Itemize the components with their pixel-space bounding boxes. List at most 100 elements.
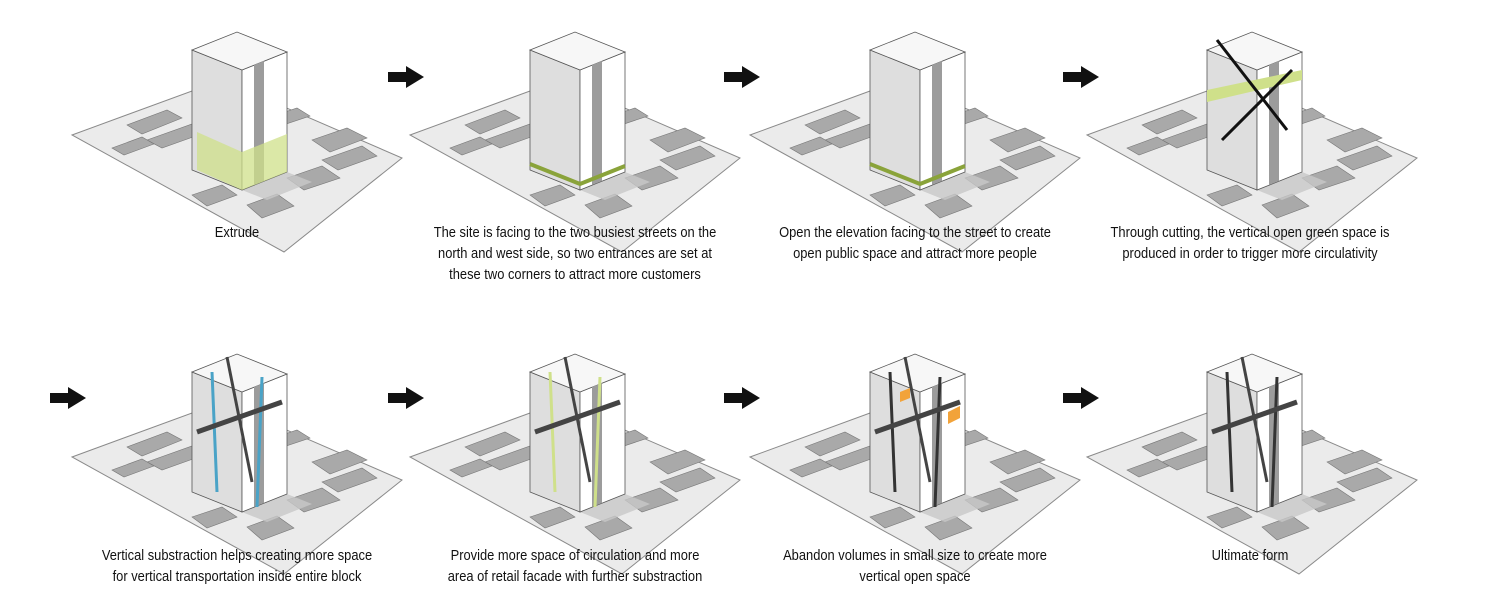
city-block xyxy=(1336,467,1393,493)
step-arrow-icon-3 xyxy=(724,66,760,88)
city-block xyxy=(111,458,155,478)
caption-line: north and west side, so two entrances ar… xyxy=(438,245,712,262)
city-block xyxy=(1206,506,1253,529)
caption-line: Ultimate form xyxy=(1211,547,1289,564)
city-block xyxy=(649,127,706,153)
caption-step-1: Extrude xyxy=(87,222,388,243)
building-right-face xyxy=(241,373,288,513)
caption-line: open public space and attract more peopl… xyxy=(793,245,1037,262)
city-block xyxy=(449,458,493,478)
vertical-cut-line xyxy=(548,371,557,493)
diagram-panel-8 xyxy=(1085,353,1418,575)
step-arrow-icon-6 xyxy=(388,387,424,409)
city-block xyxy=(529,184,576,207)
city-block xyxy=(649,449,706,475)
building-left-face xyxy=(1206,49,1258,191)
vertical-cut-line xyxy=(210,371,219,493)
city-block xyxy=(1206,184,1253,207)
city-block xyxy=(321,145,378,171)
entrance-band xyxy=(529,162,626,187)
city-block xyxy=(111,136,155,156)
right-arrow-icon xyxy=(724,387,760,409)
city-block xyxy=(311,127,368,153)
caption-step-5: Vertical substraction helps creating mor… xyxy=(87,545,388,587)
step-arrow-icon-7 xyxy=(724,387,760,409)
city-block xyxy=(989,449,1046,475)
caption-line: Open the elevation facing to the street … xyxy=(779,224,1051,241)
city-block xyxy=(999,467,1056,493)
circulation-arrow-icon xyxy=(1215,39,1289,131)
diagram-panel-3 xyxy=(748,31,1081,253)
city-block xyxy=(659,145,716,171)
caption-line: Provide more space of circulation and mo… xyxy=(450,547,700,564)
diagonal-cut-band xyxy=(563,356,592,483)
caption-line: The site is facing to the two busiest st… xyxy=(433,224,717,241)
right-arrow-icon xyxy=(388,387,424,409)
city-block xyxy=(659,467,716,493)
building-right-face xyxy=(579,373,626,513)
right-arrow-icon xyxy=(724,66,760,88)
caption-line: Extrude xyxy=(214,224,260,241)
vertical-cut-line xyxy=(1225,371,1234,493)
city-block xyxy=(1326,127,1383,153)
step-arrow-icon-5 xyxy=(50,387,86,409)
caption-line: these two corners to attract more custom… xyxy=(449,266,701,283)
building-right-face xyxy=(919,373,966,513)
building-roof xyxy=(1205,31,1304,71)
diagram-panel-7 xyxy=(748,353,1081,575)
caption-step-6: Provide more space of circulation and mo… xyxy=(425,545,726,587)
building-roof xyxy=(190,31,289,71)
entrance-band xyxy=(869,162,966,187)
green-base-band xyxy=(197,132,287,190)
caption-line: Through cutting, the vertical open green… xyxy=(1110,224,1390,241)
step-arrow-icon-8 xyxy=(1063,387,1099,409)
city-block xyxy=(804,109,861,135)
city-block xyxy=(191,506,238,529)
circulation-arrow-icon xyxy=(1220,68,1294,142)
city-block xyxy=(191,184,238,207)
city-block xyxy=(311,449,368,475)
city-block xyxy=(1126,136,1170,156)
city-block xyxy=(126,109,183,135)
caption-line: area of retail facade with further subst… xyxy=(447,568,703,585)
vertical-cut-line xyxy=(1270,376,1279,508)
building-gap xyxy=(592,61,602,185)
city-block xyxy=(804,431,861,457)
caption-step-7: Abandon volumes in small size to create … xyxy=(765,545,1066,587)
step-arrow-icon-4 xyxy=(1063,66,1099,88)
vertical-cut-line xyxy=(255,376,264,508)
city-block xyxy=(449,136,493,156)
diagonal-cut-band xyxy=(225,356,254,483)
diagram-panel-2 xyxy=(408,31,741,253)
vertical-cut-line xyxy=(888,371,897,493)
right-arrow-icon xyxy=(1063,66,1099,88)
orange-void xyxy=(948,406,960,424)
caption-line: vertical open space xyxy=(859,568,971,585)
building-roof xyxy=(868,31,967,71)
diagram-panel-1 xyxy=(70,31,403,253)
city-block xyxy=(789,458,833,478)
city-block xyxy=(126,431,183,457)
diagonal-cut-band xyxy=(1240,356,1269,483)
caption-line: Vertical substraction helps creating mor… xyxy=(101,547,373,564)
city-block xyxy=(464,109,521,135)
diagram-panel-5 xyxy=(70,353,403,575)
vertical-cut-line xyxy=(593,376,602,508)
city-block xyxy=(529,506,576,529)
caption-step-3: Open the elevation facing to the street … xyxy=(765,222,1066,264)
caption-step-4: Through cutting, the vertical open green… xyxy=(1100,222,1401,264)
step-arrow-icon-2 xyxy=(388,66,424,88)
diagram-panel-4 xyxy=(1085,31,1418,253)
building-right-face xyxy=(1256,373,1303,513)
city-block xyxy=(1141,109,1198,135)
diagram-panel-6 xyxy=(408,353,741,575)
right-arrow-icon xyxy=(50,387,86,409)
caption-line: Abandon volumes in small size to create … xyxy=(783,547,1047,564)
caption-step-8: Ultimate form xyxy=(1100,545,1401,566)
orange-void xyxy=(900,388,910,402)
city-block xyxy=(789,136,833,156)
city-block xyxy=(869,506,916,529)
caption-line: produced in order to trigger more circul… xyxy=(1122,245,1378,262)
